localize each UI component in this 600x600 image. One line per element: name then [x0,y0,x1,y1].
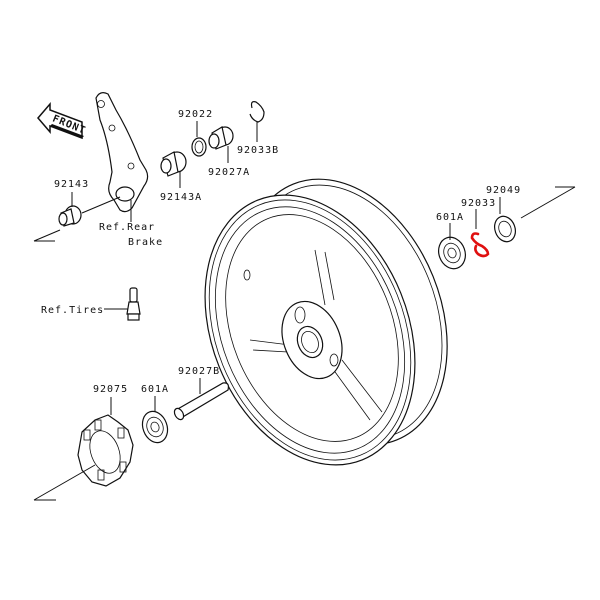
part-92027B-spacer-tube[interactable] [173,382,230,421]
part-601A-bearing-right[interactable] [434,234,469,273]
front-arrow-indicator: FRONT [37,101,87,140]
highlighted-circlip-shape [470,232,490,258]
part-601A-bearing-left[interactable] [138,408,171,446]
label-92033[interactable]: 92033 [461,198,496,209]
axle-centerline-right [520,186,576,219]
part-92049-seal[interactable] [491,213,519,244]
part-92075-damper[interactable] [77,414,134,487]
part-92022-washer[interactable] [191,137,207,157]
label-601A-left[interactable]: 601A [141,384,169,395]
label-92143A[interactable]: 92143A [160,192,202,203]
label-ref-rear-brake-2[interactable]: Brake [128,237,163,248]
rear-wheel[interactable] [167,148,485,496]
label-ref-tires[interactable]: Ref.Tires [41,305,104,316]
caliper-bracket-part[interactable] [95,92,149,213]
part-92033-circlip-highlighted[interactable] [470,232,490,258]
part-92027A-spacer[interactable] [208,126,234,150]
label-ref-rear-brake-1[interactable]: Ref.Rear [99,222,155,233]
part-92143A-collar[interactable] [160,151,187,177]
label-601A-right[interactable]: 601A [436,212,464,223]
label-92022[interactable]: 92022 [178,109,213,120]
arrow-left-icon [37,101,83,140]
part-92143-collar[interactable] [58,205,82,227]
valve-stem-part[interactable] [126,287,141,321]
label-92075[interactable]: 92075 [93,384,128,395]
part-92033B-circlip[interactable] [249,101,265,123]
axle-centerline-top-left [33,229,61,242]
label-92049[interactable]: 92049 [486,185,521,196]
label-92143[interactable]: 92143 [54,179,89,190]
label-92027A[interactable]: 92027A [208,167,250,178]
label-92027B[interactable]: 92027B [178,366,220,377]
label-92033B[interactable]: 92033B [237,145,279,156]
axle-centerline-bottom-left [33,464,96,501]
